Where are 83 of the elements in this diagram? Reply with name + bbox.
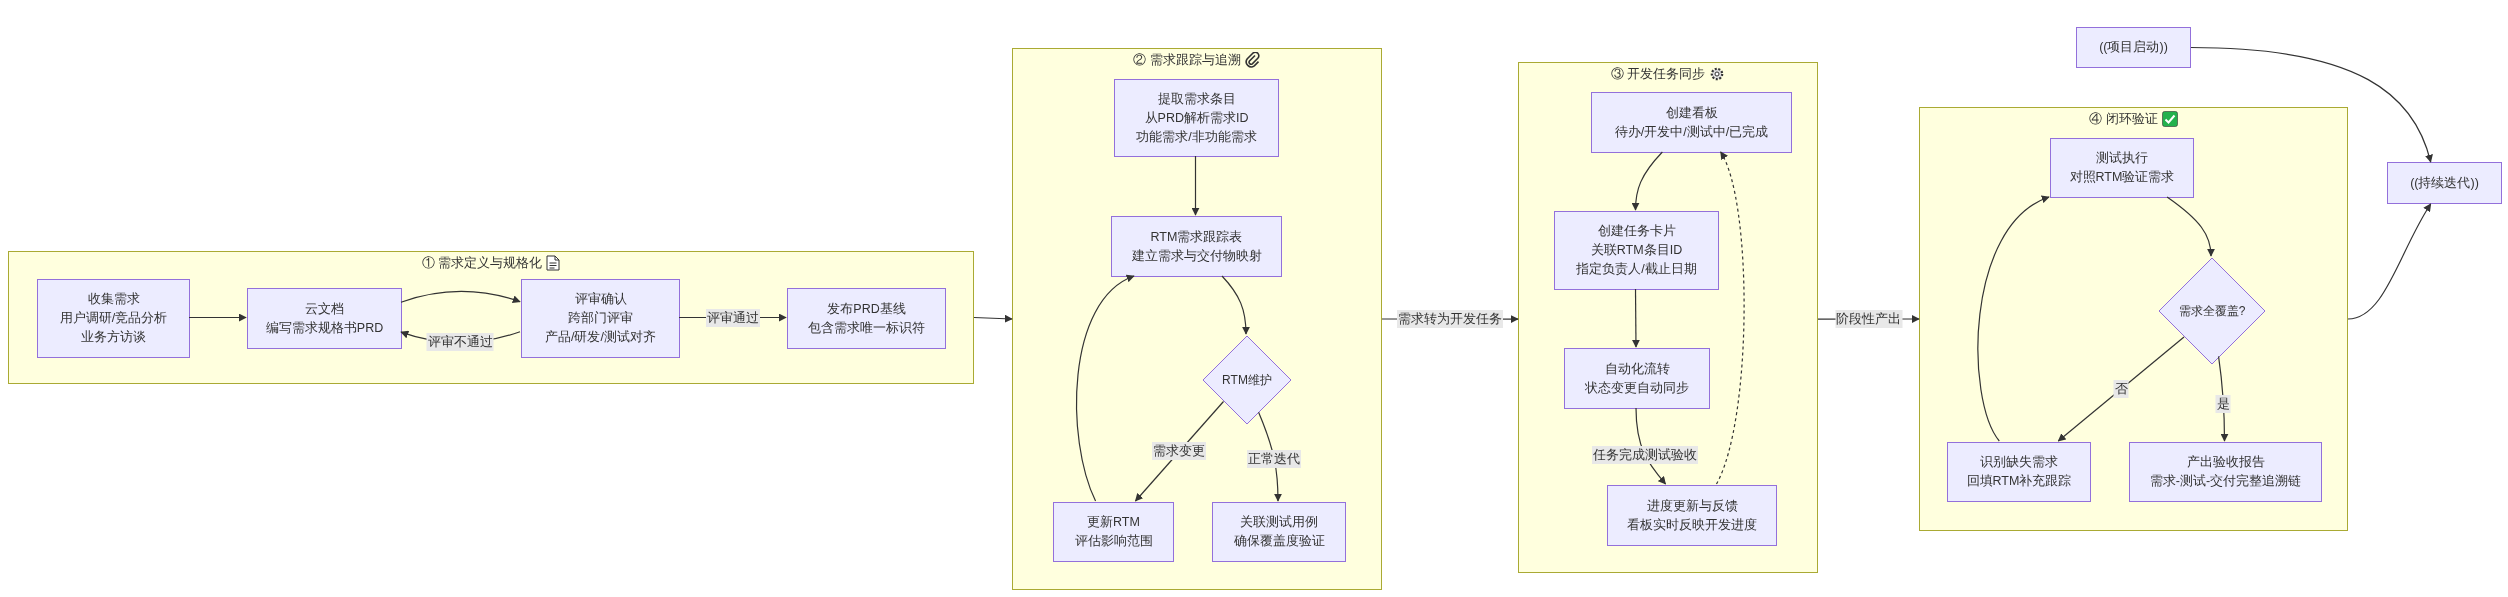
process-box [37, 279, 190, 358]
box-text: 从PRD解析需求ID [1144, 109, 1249, 127]
box-text: 创建任务卡片 [1597, 223, 1676, 240]
arrow [2057, 336, 2185, 442]
process-box [247, 288, 402, 349]
box-text: 看板实时反映开发进度 [1627, 516, 1757, 534]
edge-label: 需求转为开发任务 [1397, 310, 1503, 328]
box-text: 包含需求唯一标识符 [808, 319, 925, 337]
process-box [1947, 442, 2091, 502]
arrow [2190, 46, 2433, 163]
box-text: 关联RTM条目ID [1590, 242, 1683, 259]
arrow [1631, 288, 1640, 348]
process-box [1564, 348, 1710, 409]
box-text: 评估影响范围 [1074, 533, 1153, 550]
arrow [2347, 203, 2432, 320]
edge-label: 评审不通过 [426, 333, 494, 352]
group-title: ② 需求跟踪与追溯 [1133, 51, 1241, 69]
arrow [2166, 196, 2215, 257]
edge-label: 阶段性产出 [1835, 310, 1902, 328]
process-box [1607, 485, 1777, 546]
arrow [188, 313, 247, 322]
group-title: ④ 闭环验证 [2089, 110, 2158, 128]
box-text: 业务方访谈 [81, 329, 146, 346]
box-text: 产品/研发/测试对齐 [545, 329, 656, 346]
box-text: 待办/开发中/测试中/已完成 [1614, 123, 1769, 141]
box-text: 跨部门评审 [568, 310, 633, 327]
box-text: 测试执行 [2096, 150, 2148, 167]
box-text: 更新RTM [1087, 514, 1140, 531]
box-text: 对照RTM验证需求 [2069, 169, 2175, 186]
box-text: 进度更新与反馈 [1646, 497, 1738, 515]
process-box [2050, 138, 2194, 198]
edge-label: 否 [2113, 380, 2129, 398]
box-text: 关联测试用例 [1240, 514, 1318, 531]
decision-text: 需求全覆盖? [2178, 302, 2246, 320]
box-text: 创建看板 [1665, 104, 1718, 122]
process-box [1554, 211, 1719, 290]
box-text: 指定负责人/截止日期 [1576, 261, 1697, 278]
arrow [973, 314, 1013, 323]
box-text: 云文档 [305, 300, 344, 318]
box-text: 识别缺失需求 [1980, 454, 2058, 471]
group-panel [1012, 48, 1382, 590]
edge-label: 需求变更 [1152, 442, 1207, 461]
box-text: 用户调研/竞品分析 [59, 310, 168, 327]
box-text: 收集需求 [87, 291, 140, 308]
process-box [1111, 216, 1282, 277]
box-text: ((持续迭代)) [2410, 174, 2479, 192]
box-text: 编写需求规格书PRD [265, 319, 384, 337]
group-panel [8, 251, 974, 384]
process-box [1053, 502, 1174, 562]
box-text: 产出验收报告 [2186, 454, 2265, 471]
arrow [1715, 151, 1745, 485]
box-text: 状态变更自动同步 [1585, 379, 1689, 397]
arrow [1191, 155, 1200, 216]
process-box [1212, 502, 1346, 562]
box-text: 回填RTM补充跟踪 [1966, 473, 2072, 490]
box-text: RTM需求跟踪表 [1150, 228, 1243, 246]
decision-text: RTM维护 [1222, 371, 1272, 389]
arrow [1631, 151, 1663, 211]
box-text: 建立需求与交付物映射 [1131, 247, 1262, 265]
box-text: 提取需求条目 [1157, 90, 1236, 108]
box-text: 自动化流转 [1604, 360, 1670, 378]
box-text: ((项目启动)) [2099, 39, 2168, 56]
process-box [2076, 27, 2191, 68]
process-box [1114, 79, 1279, 157]
box-text: 发布PRD基线 [827, 300, 906, 318]
process-box [2129, 442, 2322, 502]
arrow [1977, 196, 2050, 442]
group-panel [1518, 62, 1818, 573]
box-text: 功能需求/非功能需求 [1136, 128, 1257, 146]
process-box [1591, 92, 1792, 153]
process-box [787, 288, 946, 349]
group-title: ③ 开发任务同步 [1610, 65, 1706, 83]
box-text: 确保覆盖度验证 [1233, 533, 1325, 550]
process-box [2387, 162, 2502, 204]
arrow [400, 290, 521, 304]
box-text: 评审确认 [574, 291, 627, 308]
box-text: 需求-测试-交付完整追溯链 [2149, 473, 2302, 490]
process-box [521, 279, 680, 358]
group-title: ① 需求定义与规格化 [421, 254, 543, 272]
arrow [1221, 275, 1250, 335]
edge-label: 正常迭代 [1247, 450, 1302, 469]
arrow [1076, 275, 1135, 502]
group-panel [1919, 107, 2348, 531]
